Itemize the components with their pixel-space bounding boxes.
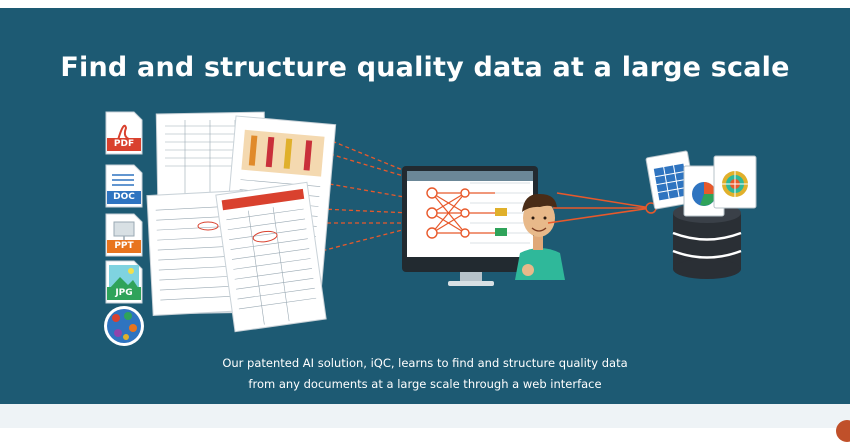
spreadsheet-icon [645,150,697,210]
ppt-file-icon: PPT [104,212,144,258]
ppt-label: PPT [107,240,141,253]
output-lines [547,192,652,224]
caption-line-2: from any documents at a large scale thro… [248,377,602,391]
doc-file-icon: DOC [104,163,144,209]
doc-label: DOC [107,191,141,204]
top-strip [0,0,850,8]
document-stack [146,111,337,333]
chart-document-icon [683,155,757,217]
pdf-label: PDF [107,138,141,151]
jpg-file-icon: JPG [104,259,144,305]
caption-line-1: Our patented AI solution, iQC, learns to… [222,356,628,370]
hero-title: Find and structure quality data at a lar… [60,52,790,83]
bottom-strip [0,404,850,442]
pdf-file-icon: PDF [104,110,144,156]
corner-widget-icon[interactable] [836,420,850,442]
globe-icon [104,306,144,346]
person-icon [515,193,565,280]
jpg-label: JPG [107,287,141,300]
hero-section: Find and structure quality data at a lar… [0,8,850,404]
hero-illustration [104,111,757,346]
hero-caption: Our patented AI solution, iQC, learns to… [0,353,850,395]
monitor-icon [402,166,538,286]
database-icon [672,203,742,279]
